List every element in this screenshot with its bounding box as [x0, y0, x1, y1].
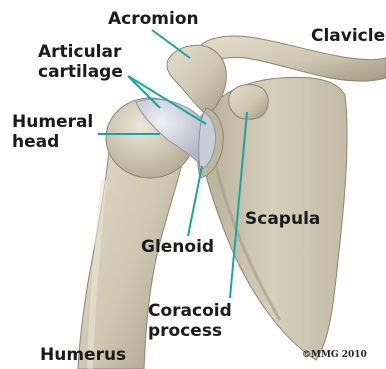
- label-humeral-head-line2: head: [12, 133, 59, 152]
- label-coracoid-process-line1: Coracoid: [148, 302, 232, 321]
- label-clavicle: Clavicle: [311, 27, 385, 46]
- label-articular-cartilage-line1: Articular: [38, 43, 121, 62]
- acromion-leader: [152, 30, 190, 58]
- label-scapula: Scapula: [245, 210, 320, 229]
- copyright-text: ©MMG 2010: [302, 350, 367, 360]
- label-humerus: Humerus: [40, 346, 126, 365]
- label-articular-cartilage-line2: cartilage: [38, 63, 123, 82]
- label-glenoid: Glenoid: [141, 238, 214, 257]
- label-coracoid-process-line2: process: [148, 322, 222, 341]
- label-acromion: Acromion: [108, 10, 199, 29]
- glenoid-leader: [188, 166, 202, 236]
- label-humeral-head-line1: Humeral: [12, 113, 93, 132]
- coracoid-bone: [229, 85, 269, 120]
